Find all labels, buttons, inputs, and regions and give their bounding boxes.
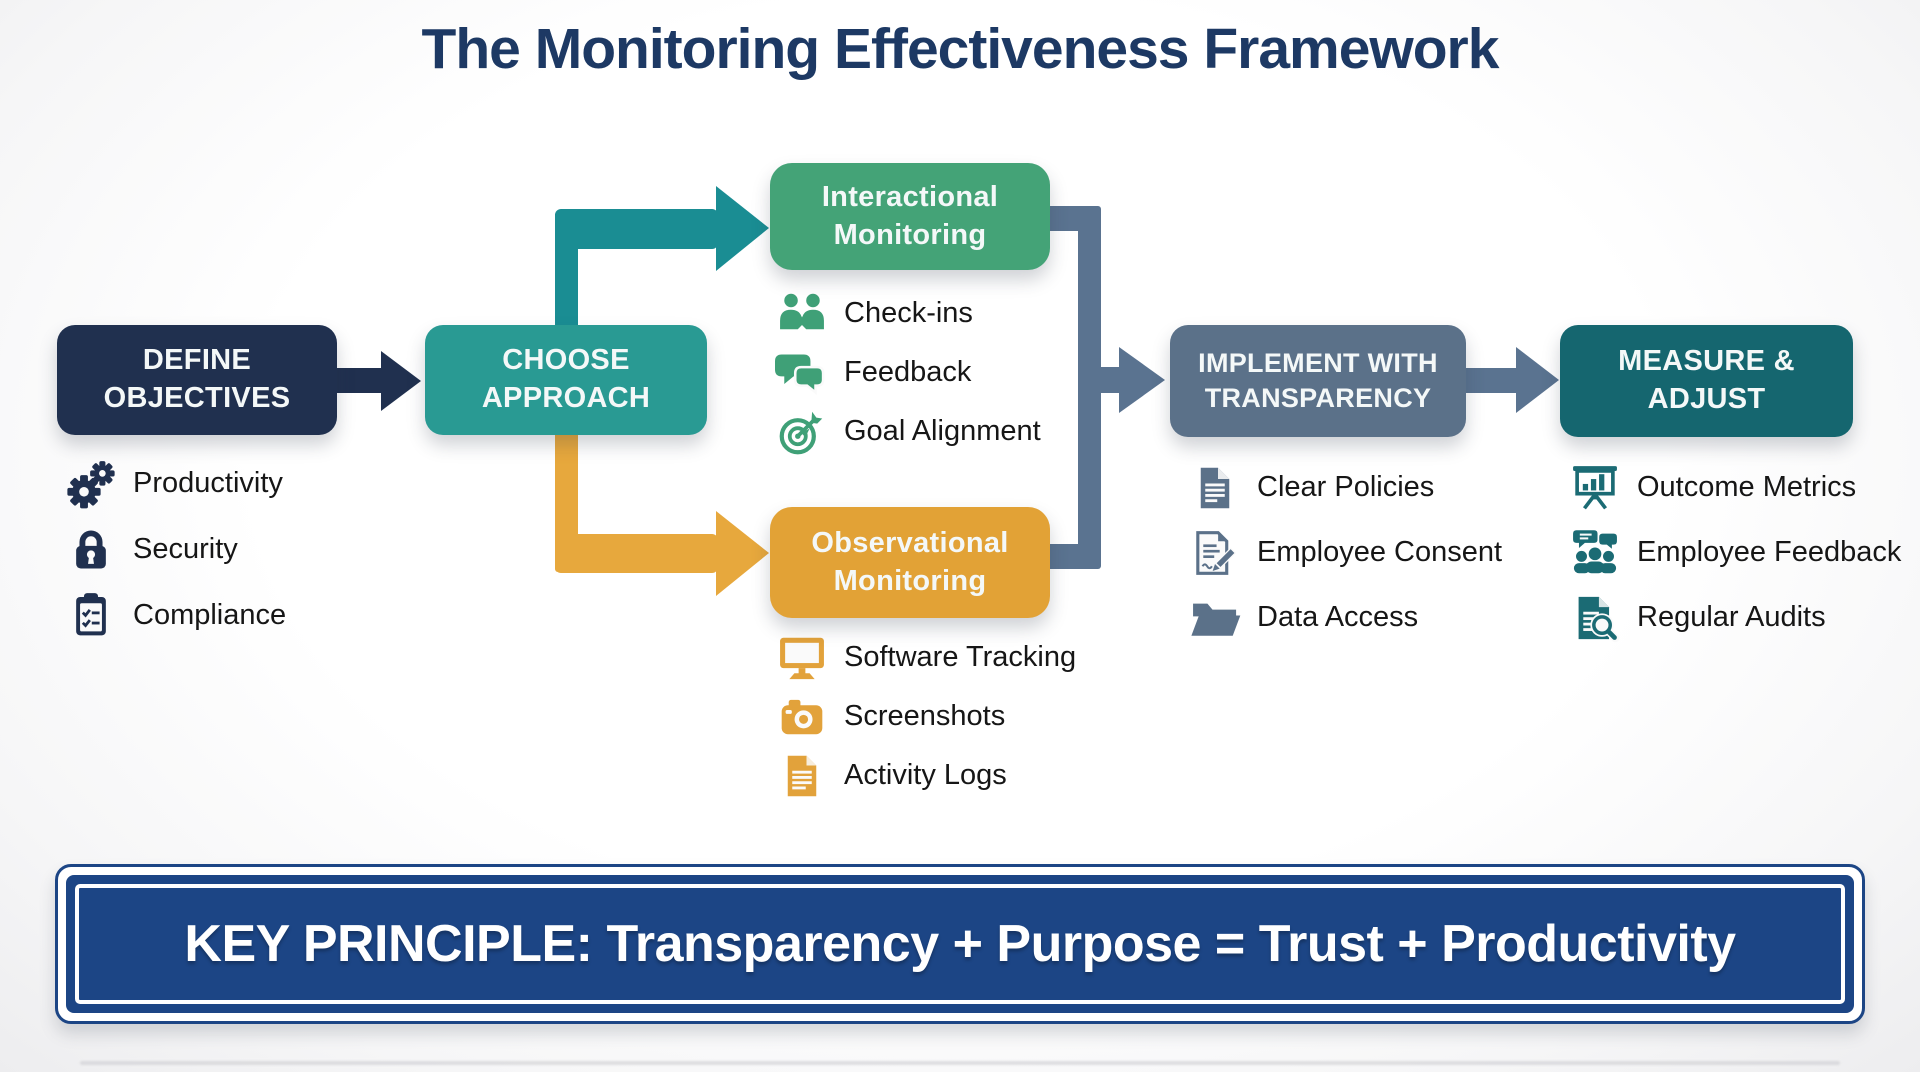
stage-implement-with-transparency: IMPLEMENT WITH TRANSPARENCY: [1170, 325, 1466, 437]
measure-adjust-list: Outcome Metrics Employee Feedback: [1566, 455, 1901, 650]
gears-icon: [62, 455, 120, 511]
key-principle-banner-inner: KEY PRINCIPLE: Transparency + Purpose = …: [66, 875, 1854, 1013]
define-objectives-list: Productivity Security: [62, 450, 286, 648]
list-item-label: Data Access: [1257, 601, 1419, 633]
list-item: Activity Logs: [773, 746, 1076, 805]
list-item: Software Tracking: [773, 628, 1076, 687]
list-item: Check-ins: [773, 284, 1041, 343]
connector-monitoring-to-implement: [1048, 206, 1165, 569]
target-arrow-icon: [773, 405, 831, 459]
presentation-chart-icon: [1566, 462, 1624, 514]
list-item: Screenshots: [773, 687, 1076, 746]
list-item: Employee Feedback: [1566, 520, 1901, 585]
list-item-label: Employee Feedback: [1637, 536, 1902, 568]
list-item: Feedback: [773, 343, 1041, 402]
list-item: Clear Policies: [1186, 455, 1502, 520]
list-item-label: Productivity: [133, 466, 283, 499]
bottom-divider-line: [80, 1061, 1840, 1065]
document-icon: [773, 752, 831, 800]
list-item-label: Outcome Metrics: [1637, 471, 1857, 503]
implement-transparency-list: Clear Policies Employee Consent: [1186, 455, 1502, 650]
stage-choose-approach: CHOOSE APPROACH: [425, 325, 707, 435]
arrow-define-to-choose: [337, 351, 421, 411]
connector-choose-to-observational: [555, 431, 769, 596]
list-item: Compliance: [62, 582, 286, 648]
list-item: Outcome Metrics: [1566, 455, 1901, 520]
arrow-implement-to-measure: [1466, 347, 1559, 413]
list-item-label: Screenshots: [844, 700, 1006, 732]
observational-monitoring-list: Software Tracking Screenshots: [773, 628, 1076, 805]
document-search-icon: [1566, 593, 1624, 643]
list-item-label: Compliance: [133, 598, 287, 631]
chat-bubbles-icon: [773, 346, 831, 400]
folder-icon: [1186, 591, 1244, 645]
connector-choose-to-interactional: [555, 186, 769, 328]
list-item-label: Security: [133, 532, 238, 565]
people-feedback-icon: [1566, 526, 1624, 580]
camera-icon: [773, 692, 831, 742]
list-item-label: Goal Alignment: [844, 415, 1041, 447]
interactional-monitoring-list: Check-ins Feedback: [773, 284, 1041, 461]
key-principle-banner: KEY PRINCIPLE: Transparency + Purpose = …: [55, 864, 1865, 1024]
consent-pencil-icon: [1186, 528, 1244, 578]
list-item: Productivity: [62, 450, 286, 516]
list-item: Employee Consent: [1186, 520, 1502, 585]
key-principle-text: KEY PRINCIPLE: Transparency + Purpose = …: [184, 915, 1736, 973]
list-item-label: Feedback: [844, 356, 972, 388]
list-item: Regular Audits: [1566, 585, 1901, 650]
list-item-label: Check-ins: [844, 297, 973, 329]
list-item: Data Access: [1186, 585, 1502, 650]
stage-measure-adjust: MEASURE & ADJUST: [1560, 325, 1853, 437]
list-item-label: Employee Consent: [1257, 536, 1503, 568]
lock-icon: [62, 524, 120, 574]
list-item-label: Software Tracking: [844, 641, 1077, 673]
stage-define-objectives: DEFINE OBJECTIVES: [57, 325, 337, 435]
list-item-label: Regular Audits: [1637, 601, 1826, 633]
clipboard-check-icon: [62, 590, 120, 640]
policy-document-icon: [1186, 464, 1244, 512]
stage-interactional-monitoring: Interactional Monitoring: [770, 163, 1050, 270]
list-item-label: Activity Logs: [844, 759, 1007, 791]
list-item-label: Clear Policies: [1257, 471, 1435, 503]
handshake-people-icon: [773, 287, 831, 341]
monitor-icon: [773, 631, 831, 685]
list-item: Security: [62, 516, 286, 582]
list-item: Goal Alignment: [773, 402, 1041, 461]
page-title: The Monitoring Effectiveness Framework: [421, 17, 1500, 81]
stage-observational-monitoring: Observational Monitoring: [770, 507, 1050, 618]
